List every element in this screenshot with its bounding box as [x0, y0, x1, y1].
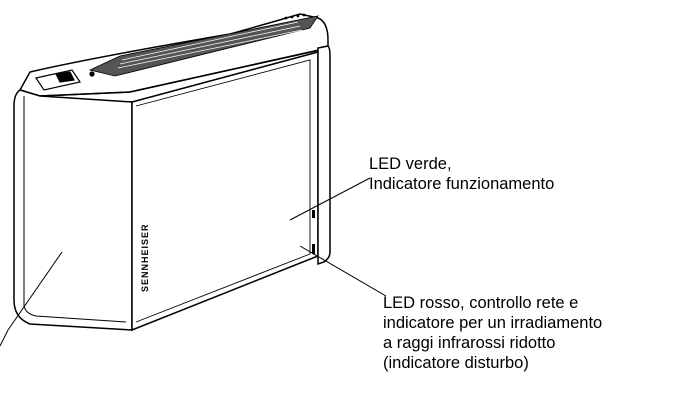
red-led-leader-line	[299, 245, 387, 297]
left-leader-line-tail	[0, 329, 9, 347]
device-left-cap	[13, 89, 133, 331]
top-indicator-dots	[284, 13, 306, 20]
green-led-callout: LED verde, Indicatore funzionamento	[369, 154, 554, 194]
device-front-panel	[131, 51, 319, 332]
ventilation-grille	[88, 15, 319, 77]
callout-leader-lines	[0, 177, 387, 347]
red-led-callout-line-1: LED rosso, controllo rete e	[383, 294, 579, 312]
brand-logo: SENNHEISER	[140, 223, 150, 292]
red-led-callout-line-3: a raggi infrarossi ridotto	[383, 334, 556, 352]
red-led-callout-line-4: (indicatore disturbo)	[383, 354, 529, 372]
device-right-cap	[317, 45, 331, 266]
top-sensor-window	[35, 69, 95, 91]
green-led-callout-line-2: Indicatore funzionamento	[369, 175, 555, 193]
green-led-leader-line	[289, 177, 371, 221]
red-led-callout: LED rosso, controllo rete e indicatore p…	[383, 293, 602, 373]
svg-text:SENNHEISER: SENNHEISER	[140, 223, 150, 292]
led-indicators	[312, 210, 315, 254]
left-leader-line	[7, 251, 63, 331]
green-led-callout-line-1: LED verde,	[369, 155, 452, 173]
red-led-callout-line-2: indicatore per un irradiamento	[383, 314, 603, 332]
